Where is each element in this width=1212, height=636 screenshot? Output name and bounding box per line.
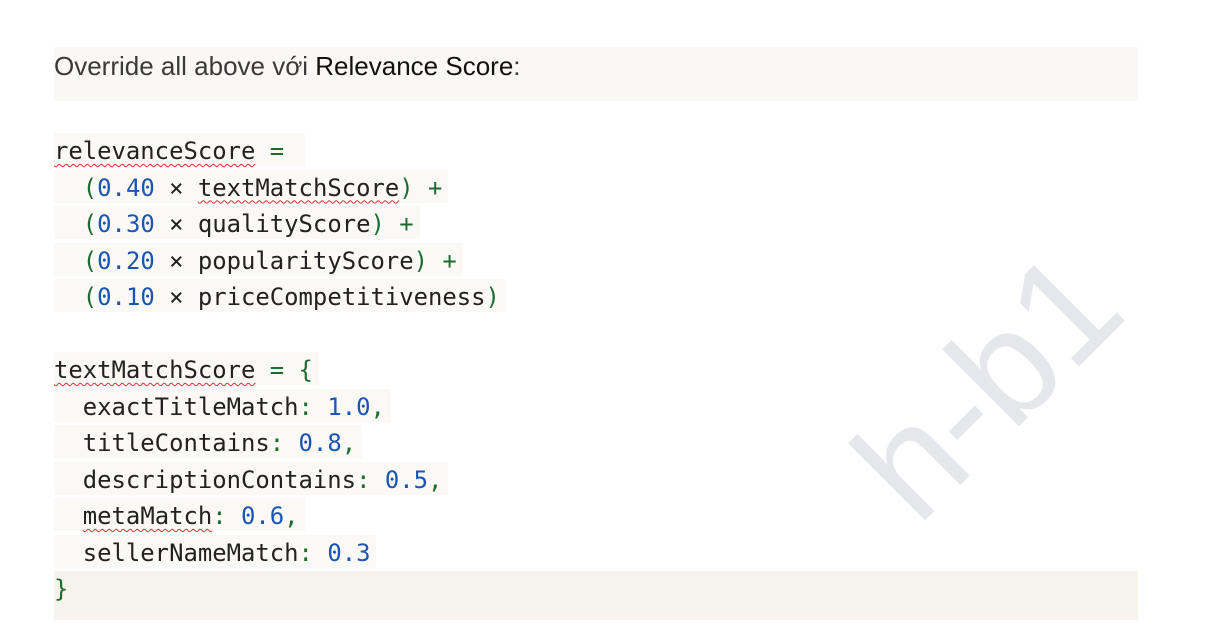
heading-block: Override all above với Relevance Score: bbox=[54, 47, 1138, 101]
code-operator: , bbox=[428, 465, 443, 494]
code-identifier bbox=[54, 210, 83, 238]
code-line-content: (0.10 × priceCompetitiveness) bbox=[54, 279, 506, 312]
code-line: sellerNameMatch: 0.3 bbox=[54, 534, 506, 572]
code-identifier bbox=[54, 174, 83, 202]
code-operator: ( bbox=[82, 246, 98, 275]
code-line-content: exactTitleMatch: 1.0, bbox=[54, 388, 391, 422]
code-operator: , bbox=[284, 502, 299, 530]
code-line-content: (0.40 × textMatchScore) + bbox=[54, 169, 449, 203]
code-operator: = bbox=[255, 137, 299, 165]
code-number: 0.30 bbox=[97, 210, 155, 238]
code-number: 1.0 bbox=[327, 392, 371, 421]
closing-brace: } bbox=[54, 575, 69, 603]
code-identifier: × priceCompetitiveness bbox=[154, 283, 486, 311]
watermark: h-b1 bbox=[821, 219, 1153, 551]
code-operator: , bbox=[341, 429, 357, 457]
code-operator: : bbox=[298, 392, 328, 421]
code-line: (0.30 × qualityScore) + bbox=[54, 206, 506, 243]
code-operator: : bbox=[212, 502, 242, 530]
code-identifier: × popularityScore bbox=[154, 246, 414, 275]
code-line-content: titleContains: 0.8, bbox=[54, 425, 363, 458]
code-line: relevanceScore = bbox=[54, 133, 506, 170]
code-line: (0.10 × priceCompetitiveness) bbox=[54, 279, 506, 316]
code-identifier bbox=[54, 247, 83, 275]
code-number: 0.5 bbox=[384, 465, 428, 494]
heading-suffix: : bbox=[513, 51, 521, 81]
code-line: textMatchScore = { bbox=[54, 352, 506, 389]
code-number: 0.20 bbox=[97, 246, 155, 275]
code-number: 0.6 bbox=[241, 502, 285, 530]
code-line: exactTitleMatch: 1.0, bbox=[54, 388, 506, 426]
code-operator: ) bbox=[485, 283, 500, 311]
code-line-content: sellerNameMatch: 0.3 bbox=[54, 534, 377, 568]
heading-strong: Relevance Score bbox=[315, 51, 514, 81]
code-line: (0.40 × textMatchScore) + bbox=[54, 169, 506, 207]
code-line-content: descriptionContains: 0.5, bbox=[54, 461, 449, 495]
code-line-content: (0.30 × qualityScore) + bbox=[54, 206, 420, 239]
code-operator: = { bbox=[255, 356, 313, 384]
code-operator: ) + bbox=[399, 173, 443, 202]
heading-text: Override all above với Relevance Score: bbox=[54, 49, 521, 83]
heading-prefix: Override all above với bbox=[54, 51, 316, 81]
code-identifier: relevanceScore bbox=[54, 137, 256, 165]
code-identifier: metaMatch bbox=[82, 502, 213, 530]
code-line: descriptionContains: 0.5, bbox=[54, 461, 506, 499]
code-number: 0.40 bbox=[97, 173, 155, 202]
code-operator: ( bbox=[82, 283, 98, 311]
code-identifier bbox=[54, 283, 83, 311]
code-identifier: titleContains bbox=[54, 429, 270, 457]
code-identifier: sellerNameMatch bbox=[54, 538, 299, 567]
code-line bbox=[54, 316, 506, 353]
code-line-content: relevanceScore = bbox=[54, 133, 305, 166]
code-identifier: × bbox=[154, 173, 198, 202]
code-identifier: × qualityScore bbox=[154, 210, 371, 238]
code-operator: , bbox=[370, 392, 385, 421]
code-line-content: metaMatch: 0.6, bbox=[54, 498, 305, 531]
code-line: (0.20 × popularityScore) + bbox=[54, 242, 506, 280]
code-number: 0.10 bbox=[97, 283, 155, 311]
code-block: relevanceScore = (0.40 × textMatchScore)… bbox=[54, 133, 506, 571]
code-line: metaMatch: 0.6, bbox=[54, 498, 506, 535]
code-operator: : bbox=[298, 538, 328, 567]
code-closing-line: } bbox=[54, 571, 1138, 620]
code-operator: ) + bbox=[413, 246, 457, 275]
code-operator: ( bbox=[82, 173, 98, 202]
code-identifier: descriptionContains bbox=[54, 465, 357, 494]
code-number: 0.8 bbox=[298, 429, 342, 457]
code-number: 0.3 bbox=[327, 538, 371, 567]
code-operator: : bbox=[356, 465, 385, 494]
code-identifier: textMatchScore bbox=[54, 356, 256, 384]
code-line-content: (0.20 × popularityScore) + bbox=[54, 242, 463, 276]
code-line: titleContains: 0.8, bbox=[54, 425, 506, 462]
code-operator: ) + bbox=[370, 210, 414, 238]
code-line-content: textMatchScore = { bbox=[54, 352, 319, 385]
code-identifier: textMatchScore bbox=[197, 173, 400, 202]
code-operator: ( bbox=[82, 210, 98, 238]
code-identifier: exactTitleMatch bbox=[54, 392, 299, 421]
code-identifier bbox=[54, 502, 83, 530]
code-operator: : bbox=[269, 429, 299, 457]
